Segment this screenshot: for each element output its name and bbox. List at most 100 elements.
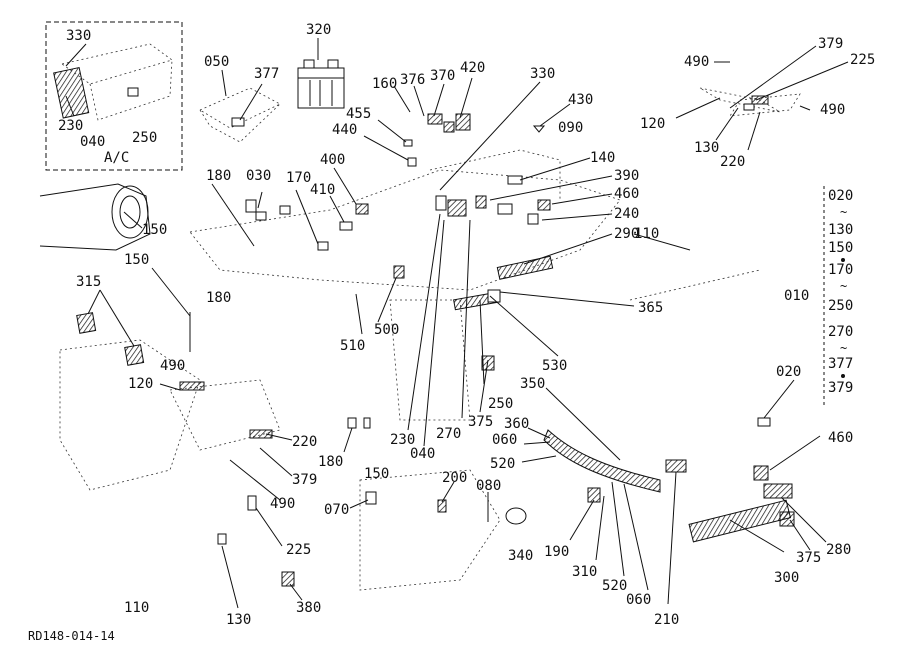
part-label: 490 (820, 102, 845, 118)
part-label: 490 (684, 54, 709, 70)
part-label: 030 (246, 168, 271, 184)
part-label: 190 (544, 544, 569, 560)
part-label: 420 (460, 60, 485, 76)
part-label: 320 (306, 22, 331, 38)
range-markers: ~ ~ ~ (840, 205, 847, 378)
part-label: 315 (76, 274, 101, 290)
part-label: 375 (796, 550, 821, 566)
part-label: 210 (654, 612, 679, 628)
bracket-top-right (699, 87, 801, 117)
part-label: 120 (128, 376, 153, 392)
ac-inset-drawing (53, 43, 173, 121)
part-label: 150 (828, 240, 853, 256)
battery-drawing (297, 59, 345, 109)
part-labels: 330 230 040 250 050 377 320 160 376 370 … (58, 22, 875, 628)
part-label: 070 (324, 502, 349, 518)
part-label: 060 (492, 432, 517, 448)
part-label: 230 (390, 432, 415, 448)
part-label: 460 (828, 430, 853, 446)
part-label: 230 (58, 118, 83, 134)
leader-lines (65, 38, 849, 609)
part-label: 020 (828, 188, 853, 204)
part-label: 510 (340, 338, 365, 354)
part-label: 440 (332, 122, 357, 138)
part-label: 130 (226, 612, 251, 628)
svg-text:~: ~ (840, 341, 847, 355)
part-label: 365 (638, 300, 663, 316)
part-label: 270 (828, 324, 853, 340)
part-label: 010 (784, 288, 809, 304)
part-label: 220 (292, 434, 317, 450)
part-label: 290 (614, 226, 639, 242)
part-label: 270 (436, 426, 461, 442)
part-label: 379 (292, 472, 317, 488)
part-label: 110 (124, 600, 149, 616)
part-label: 376 (400, 72, 425, 88)
part-label: 380 (296, 600, 321, 616)
part-label: 377 (828, 356, 853, 372)
part-label: 375 (468, 414, 493, 430)
part-label: 120 (640, 116, 665, 132)
part-label: 410 (310, 182, 335, 198)
part-label: 400 (320, 152, 345, 168)
part-label: 170 (828, 262, 853, 278)
part-label: 490 (270, 496, 295, 512)
part-label: 150 (142, 222, 167, 238)
part-label: 370 (430, 68, 455, 84)
part-label: 050 (204, 54, 229, 70)
part-label: 520 (490, 456, 515, 472)
part-label: 040 (80, 134, 105, 150)
part-label: 150 (364, 466, 389, 482)
part-label: 250 (828, 298, 853, 314)
part-label: 240 (614, 206, 639, 222)
part-label: 160 (372, 76, 397, 92)
part-label: 180 (206, 168, 231, 184)
part-label: 040 (410, 446, 435, 462)
part-label: 080 (476, 478, 501, 494)
part-label: 350 (520, 376, 545, 392)
part-label: 150 (124, 252, 149, 268)
part-label: 225 (850, 52, 875, 68)
part-label: 390 (614, 168, 639, 184)
part-label: 090 (558, 120, 583, 136)
part-label: 520 (602, 578, 627, 594)
fender-left (39, 183, 151, 251)
part-label: 180 (206, 290, 231, 306)
document-id: RD148-014-14 (28, 629, 115, 643)
ac-inset-frame (45, 21, 183, 171)
svg-text:~: ~ (840, 205, 847, 219)
part-label: 500 (374, 322, 399, 338)
part-label: 300 (774, 570, 799, 586)
part-label: 310 (572, 564, 597, 580)
panel-050-drawing (199, 87, 281, 143)
ac-inset-caption: A/C (104, 150, 129, 166)
part-label: 377 (254, 66, 279, 82)
part-label: 379 (818, 36, 843, 52)
part-label: 020 (776, 364, 801, 380)
part-label: 490 (160, 358, 185, 374)
part-label: 250 (488, 396, 513, 412)
part-label: 430 (568, 92, 593, 108)
part-label: 200 (442, 470, 467, 486)
part-label: 225 (286, 542, 311, 558)
part-label: 180 (318, 454, 343, 470)
part-label: 130 (694, 140, 719, 156)
part-label: 170 (286, 170, 311, 186)
part-label: 330 (66, 28, 91, 44)
part-label: 455 (346, 106, 371, 122)
part-label: 340 (508, 548, 533, 564)
svg-text:~: ~ (840, 279, 847, 293)
part-label: 280 (826, 542, 851, 558)
part-label: 460 (614, 186, 639, 202)
part-label: 130 (828, 222, 853, 238)
part-label: 330 (530, 66, 555, 82)
part-label: 360 (504, 416, 529, 432)
part-label: 530 (542, 358, 567, 374)
part-label: 060 (626, 592, 651, 608)
part-label: 250 (132, 130, 157, 146)
part-label: 379 (828, 380, 853, 396)
part-label: 220 (720, 154, 745, 170)
part-label: 140 (590, 150, 615, 166)
